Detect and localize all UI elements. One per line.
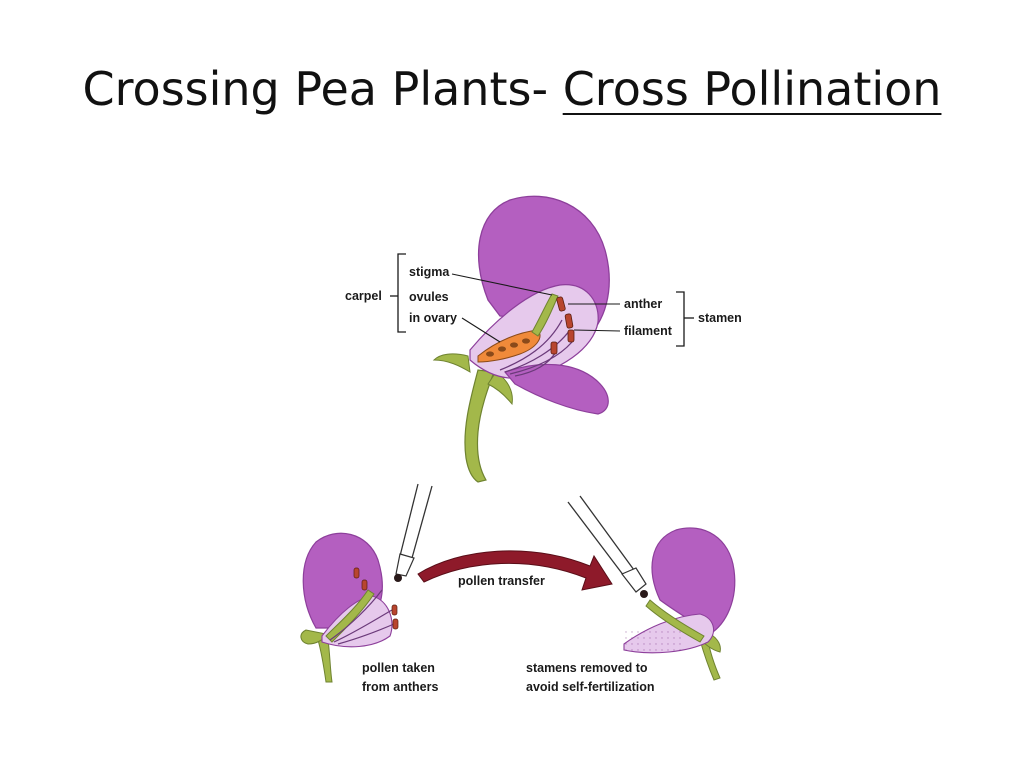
top-flower-sepal — [432, 353, 471, 373]
top-flower-sepal-2 — [487, 371, 513, 406]
title-prefix: Crossing Pea Plants- — [82, 62, 563, 116]
right-brush — [567, 495, 648, 598]
carpel-bracket — [397, 253, 406, 333]
top-flower-stem — [464, 369, 495, 483]
label-stigma: stigma — [409, 265, 450, 279]
caption-left-line1: pollen taken — [362, 661, 435, 675]
top-flower-ovules — [486, 338, 530, 357]
label-pollen-transfer: pollen transfer — [458, 574, 545, 588]
top-flower-filaments — [499, 319, 573, 377]
label-in-ovary: in ovary — [409, 311, 457, 325]
label-stamen: stamen — [698, 311, 742, 325]
caption-left-line2: from anthers — [362, 680, 438, 694]
left-flower — [300, 532, 399, 683]
left-flower-anthers — [353, 567, 399, 630]
stamen-bracket — [676, 291, 685, 347]
top-flower-anthers — [550, 296, 575, 355]
right-flower-carpel — [645, 599, 705, 643]
slide-title: Crossing Pea Plants- Cross Pollination — [0, 62, 1024, 116]
label-anther: anther — [624, 297, 662, 311]
label-leader-lines — [451, 273, 621, 343]
left-brush — [394, 483, 433, 582]
caption-right-line1: stamens removed to — [526, 661, 648, 675]
caption-right-line2: avoid self-fertilization — [526, 680, 655, 694]
left-flower-carpel — [325, 589, 375, 643]
title-emphasis: Cross Pollination — [562, 62, 942, 116]
label-carpel: carpel — [345, 289, 382, 303]
top-flower-style — [531, 293, 559, 337]
top-flower-wing-petal — [503, 363, 609, 415]
top-flower — [432, 195, 610, 483]
label-ovules: ovules — [409, 290, 449, 304]
label-filament: filament — [624, 324, 673, 338]
left-flower-filaments — [329, 589, 395, 645]
left-flower-stem — [317, 639, 333, 683]
pollen-transfer-arrow — [417, 550, 613, 591]
right-flower — [623, 527, 736, 681]
right-flower-texture — [624, 628, 684, 652]
